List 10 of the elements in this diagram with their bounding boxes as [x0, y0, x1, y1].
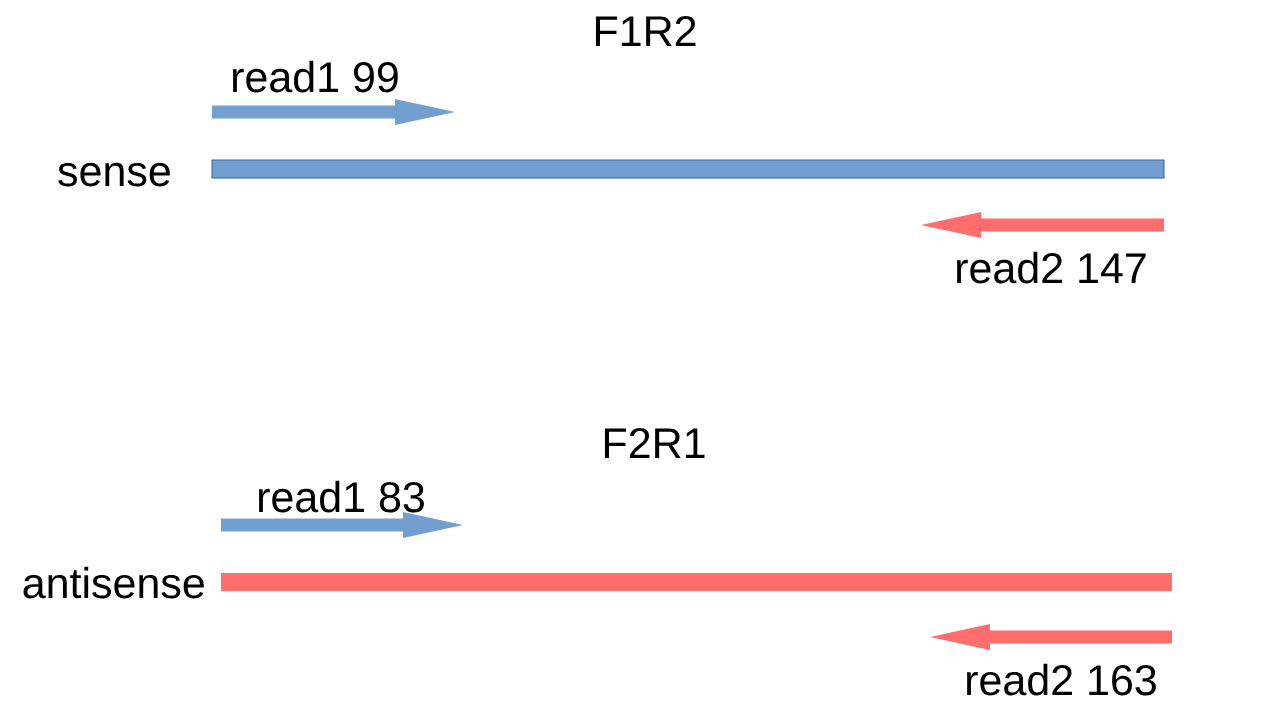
read-label: read2 163	[967, 663, 1156, 696]
strand-label: sense	[58, 162, 170, 187]
read-label: read1 83	[259, 480, 424, 513]
strand-label: antisense	[23, 566, 204, 599]
read-label: read2 147	[957, 251, 1146, 284]
strand-bar	[221, 573, 1172, 591]
panel-heading: F2R1	[604, 427, 705, 458]
strand-bar	[211, 159, 1165, 179]
panel-heading: F1R2	[595, 15, 696, 46]
read-label: read1 99	[233, 60, 398, 93]
